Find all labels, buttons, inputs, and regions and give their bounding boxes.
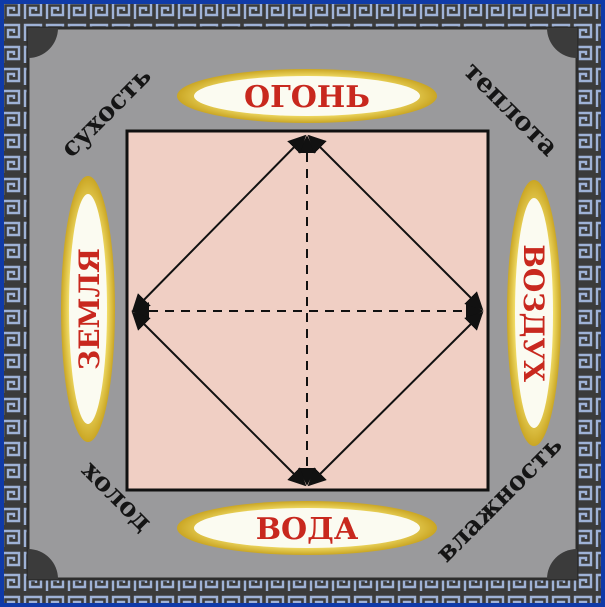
element-label-fire: ОГОНЬ <box>244 80 370 115</box>
plaque-fire: ОГОНЬ <box>177 69 437 123</box>
plaque-air: ВОЗДУХ <box>507 180 561 446</box>
plaque-earth: ЗЕМЛЯ <box>61 176 115 442</box>
plaque-water: ВОДА <box>177 501 437 555</box>
element-label-water: ВОДА <box>256 512 359 547</box>
element-label-earth: ЗЕМЛЯ <box>73 248 106 370</box>
element-label-air: ВОЗДУХ <box>517 244 550 382</box>
